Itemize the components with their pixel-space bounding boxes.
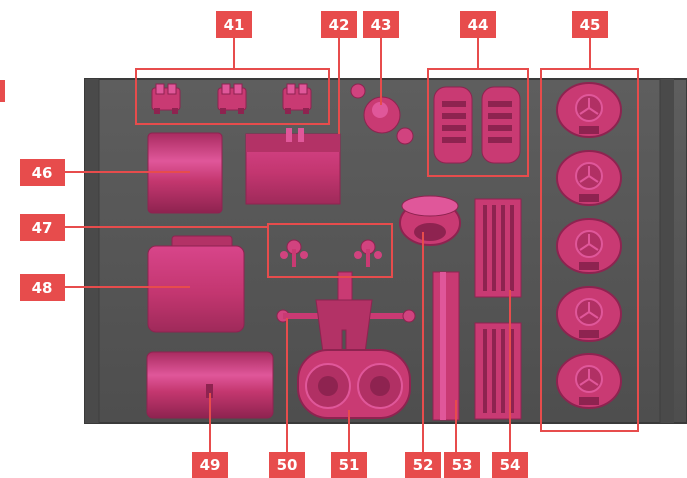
callout-41: 41	[224, 16, 245, 34]
callout-44: 44	[468, 16, 489, 34]
callout-47: 47	[32, 219, 53, 237]
part-41-clips	[152, 84, 311, 114]
part-42-box	[246, 128, 340, 204]
callout-46: 46	[32, 164, 53, 182]
callout-51: 51	[339, 456, 360, 474]
callout-43: 43	[371, 16, 392, 34]
callout-49: 49	[200, 456, 221, 474]
callout-45: 45	[580, 16, 601, 34]
callout-53: 53	[452, 456, 473, 474]
callout-50: 50	[277, 456, 298, 474]
part-52-ring	[400, 196, 460, 245]
part-48-body	[148, 236, 244, 332]
callout-48: 48	[32, 279, 53, 297]
callout-42: 42	[329, 16, 350, 34]
edge-marker	[0, 80, 5, 102]
callout-54: 54	[500, 456, 521, 474]
part-53-bar	[433, 272, 459, 420]
callout-52: 52	[413, 456, 434, 474]
